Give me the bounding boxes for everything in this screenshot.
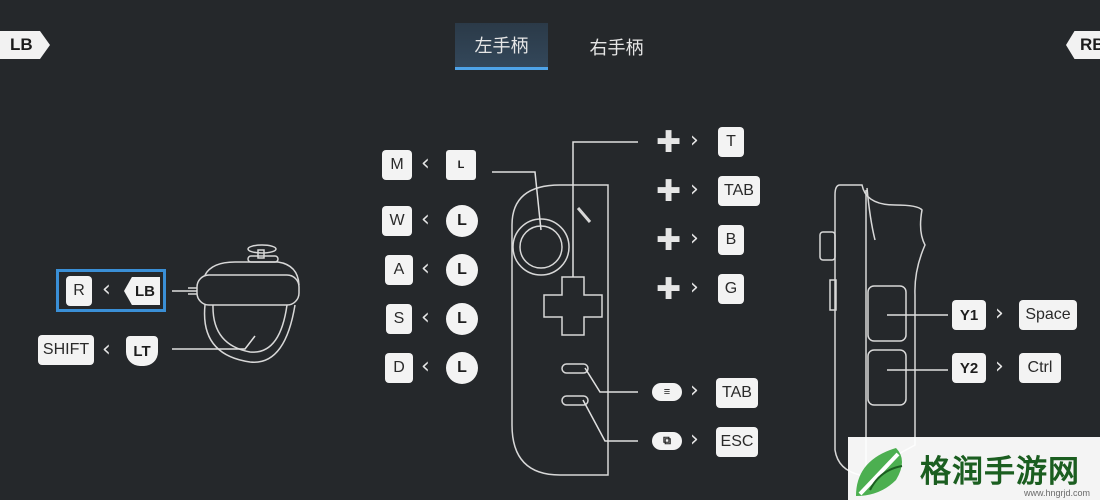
- y1-label: Y1: [959, 306, 979, 324]
- key-r[interactable]: R: [66, 276, 92, 306]
- tab-right-controller-label: 右手柄: [589, 37, 644, 59]
- chevron-left-icon: ‹: [102, 337, 111, 362]
- key-s-label: S: [393, 310, 405, 327]
- key-m-label: M: [390, 156, 404, 173]
- key-shift[interactable]: SHIFT: [38, 335, 94, 365]
- stick-press-glyph: L: [457, 159, 465, 171]
- key-t[interactable]: T: [718, 127, 744, 157]
- watermark-url: www.hngrjd.com: [1023, 488, 1090, 498]
- tab-left-controller[interactable]: 左手柄: [455, 23, 548, 70]
- watermark: 格润手游网 www.hngrjd.com: [848, 437, 1100, 500]
- y2-button-icon: Y2: [952, 353, 986, 383]
- dpad-up-icon: ✚: [656, 125, 682, 160]
- chevron-right-icon: ›: [690, 177, 699, 202]
- key-space[interactable]: Space: [1019, 300, 1077, 330]
- right-bumper-label: RB: [1080, 35, 1100, 54]
- key-b-label: B: [725, 231, 737, 248]
- key-b[interactable]: B: [718, 225, 744, 255]
- watermark-logo-icon: [856, 447, 903, 496]
- side-view-controller: [188, 244, 300, 363]
- chevron-right-icon: ›: [690, 275, 699, 300]
- chevron-left-icon: ‹: [421, 256, 430, 281]
- key-tab-dpad-label: TAB: [724, 182, 754, 199]
- lb-button-icon: LB: [124, 277, 160, 305]
- lt-trigger-icon: LT: [126, 336, 158, 366]
- key-tab-menu[interactable]: TAB: [716, 378, 758, 408]
- stick-up-icon: L: [446, 205, 478, 237]
- chevron-right-icon: ›: [690, 128, 699, 153]
- key-d-label: D: [393, 359, 405, 376]
- left-bumper-label: LB: [10, 35, 33, 54]
- key-g[interactable]: G: [718, 274, 744, 304]
- key-ctrl-label: Ctrl: [1027, 359, 1053, 376]
- stick-up-glyph: L: [457, 212, 467, 229]
- chevron-right-icon: ›: [690, 427, 699, 452]
- lb-control-label: LB: [135, 282, 155, 300]
- stick-right-glyph: L: [457, 359, 467, 376]
- tab-right-controller[interactable]: 右手柄: [570, 23, 663, 70]
- key-d[interactable]: D: [385, 353, 413, 383]
- watermark-text: 格润手游网: [920, 454, 1080, 490]
- back-view-controller: [819, 184, 926, 476]
- view-icon: ⧉: [652, 432, 682, 450]
- dpad-right-icon: ✚: [656, 272, 682, 307]
- chevron-left-icon: ‹: [421, 354, 430, 379]
- key-a[interactable]: A: [385, 255, 413, 285]
- key-space-label: Space: [1025, 306, 1071, 323]
- stick-left-glyph: L: [457, 261, 467, 278]
- y1-button-icon: Y1: [952, 300, 986, 330]
- front-view-controller: [511, 184, 609, 476]
- key-tab-menu-label: TAB: [722, 384, 752, 401]
- chevron-right-icon: ›: [690, 226, 699, 251]
- y2-label: Y2: [959, 359, 979, 377]
- dpad-left-icon: ✚: [656, 174, 682, 209]
- menu-icon: ≡: [652, 383, 682, 401]
- chevron-right-icon: ›: [690, 378, 699, 403]
- lt-control-label: LT: [133, 342, 151, 360]
- key-w[interactable]: W: [382, 206, 412, 236]
- key-a-label: A: [393, 261, 405, 278]
- stick-right-icon: L: [446, 352, 478, 384]
- selected-binding-highlight: [56, 269, 166, 312]
- key-g-label: G: [724, 280, 738, 297]
- key-t-label: T: [726, 133, 736, 150]
- key-esc[interactable]: ESC: [716, 427, 758, 457]
- key-s[interactable]: S: [386, 304, 412, 334]
- chevron-left-icon: ‹: [421, 207, 430, 232]
- chevron-right-icon: ›: [995, 301, 1004, 326]
- chevron-right-icon: ›: [995, 354, 1004, 379]
- key-shift-label: SHIFT: [42, 341, 90, 358]
- key-esc-label: ESC: [720, 433, 754, 450]
- chevron-left-icon: ‹: [102, 277, 111, 302]
- stick-down-glyph: L: [457, 310, 467, 327]
- stick-press-icon: L: [446, 150, 476, 180]
- key-r-label: R: [73, 282, 85, 299]
- left-bumper-indicator[interactable]: LB: [0, 31, 50, 59]
- chevron-left-icon: ‹: [421, 151, 430, 176]
- key-w-label: W: [389, 212, 405, 229]
- chevron-left-icon: ‹: [421, 305, 430, 330]
- key-m[interactable]: M: [382, 150, 412, 180]
- tab-left-controller-label: 左手柄: [474, 36, 529, 57]
- key-ctrl[interactable]: Ctrl: [1019, 353, 1061, 383]
- key-tab-dpad[interactable]: TAB: [718, 176, 760, 206]
- stick-left-icon: L: [446, 254, 478, 286]
- stick-down-icon: L: [446, 303, 478, 335]
- dpad-down-icon: ✚: [656, 223, 682, 258]
